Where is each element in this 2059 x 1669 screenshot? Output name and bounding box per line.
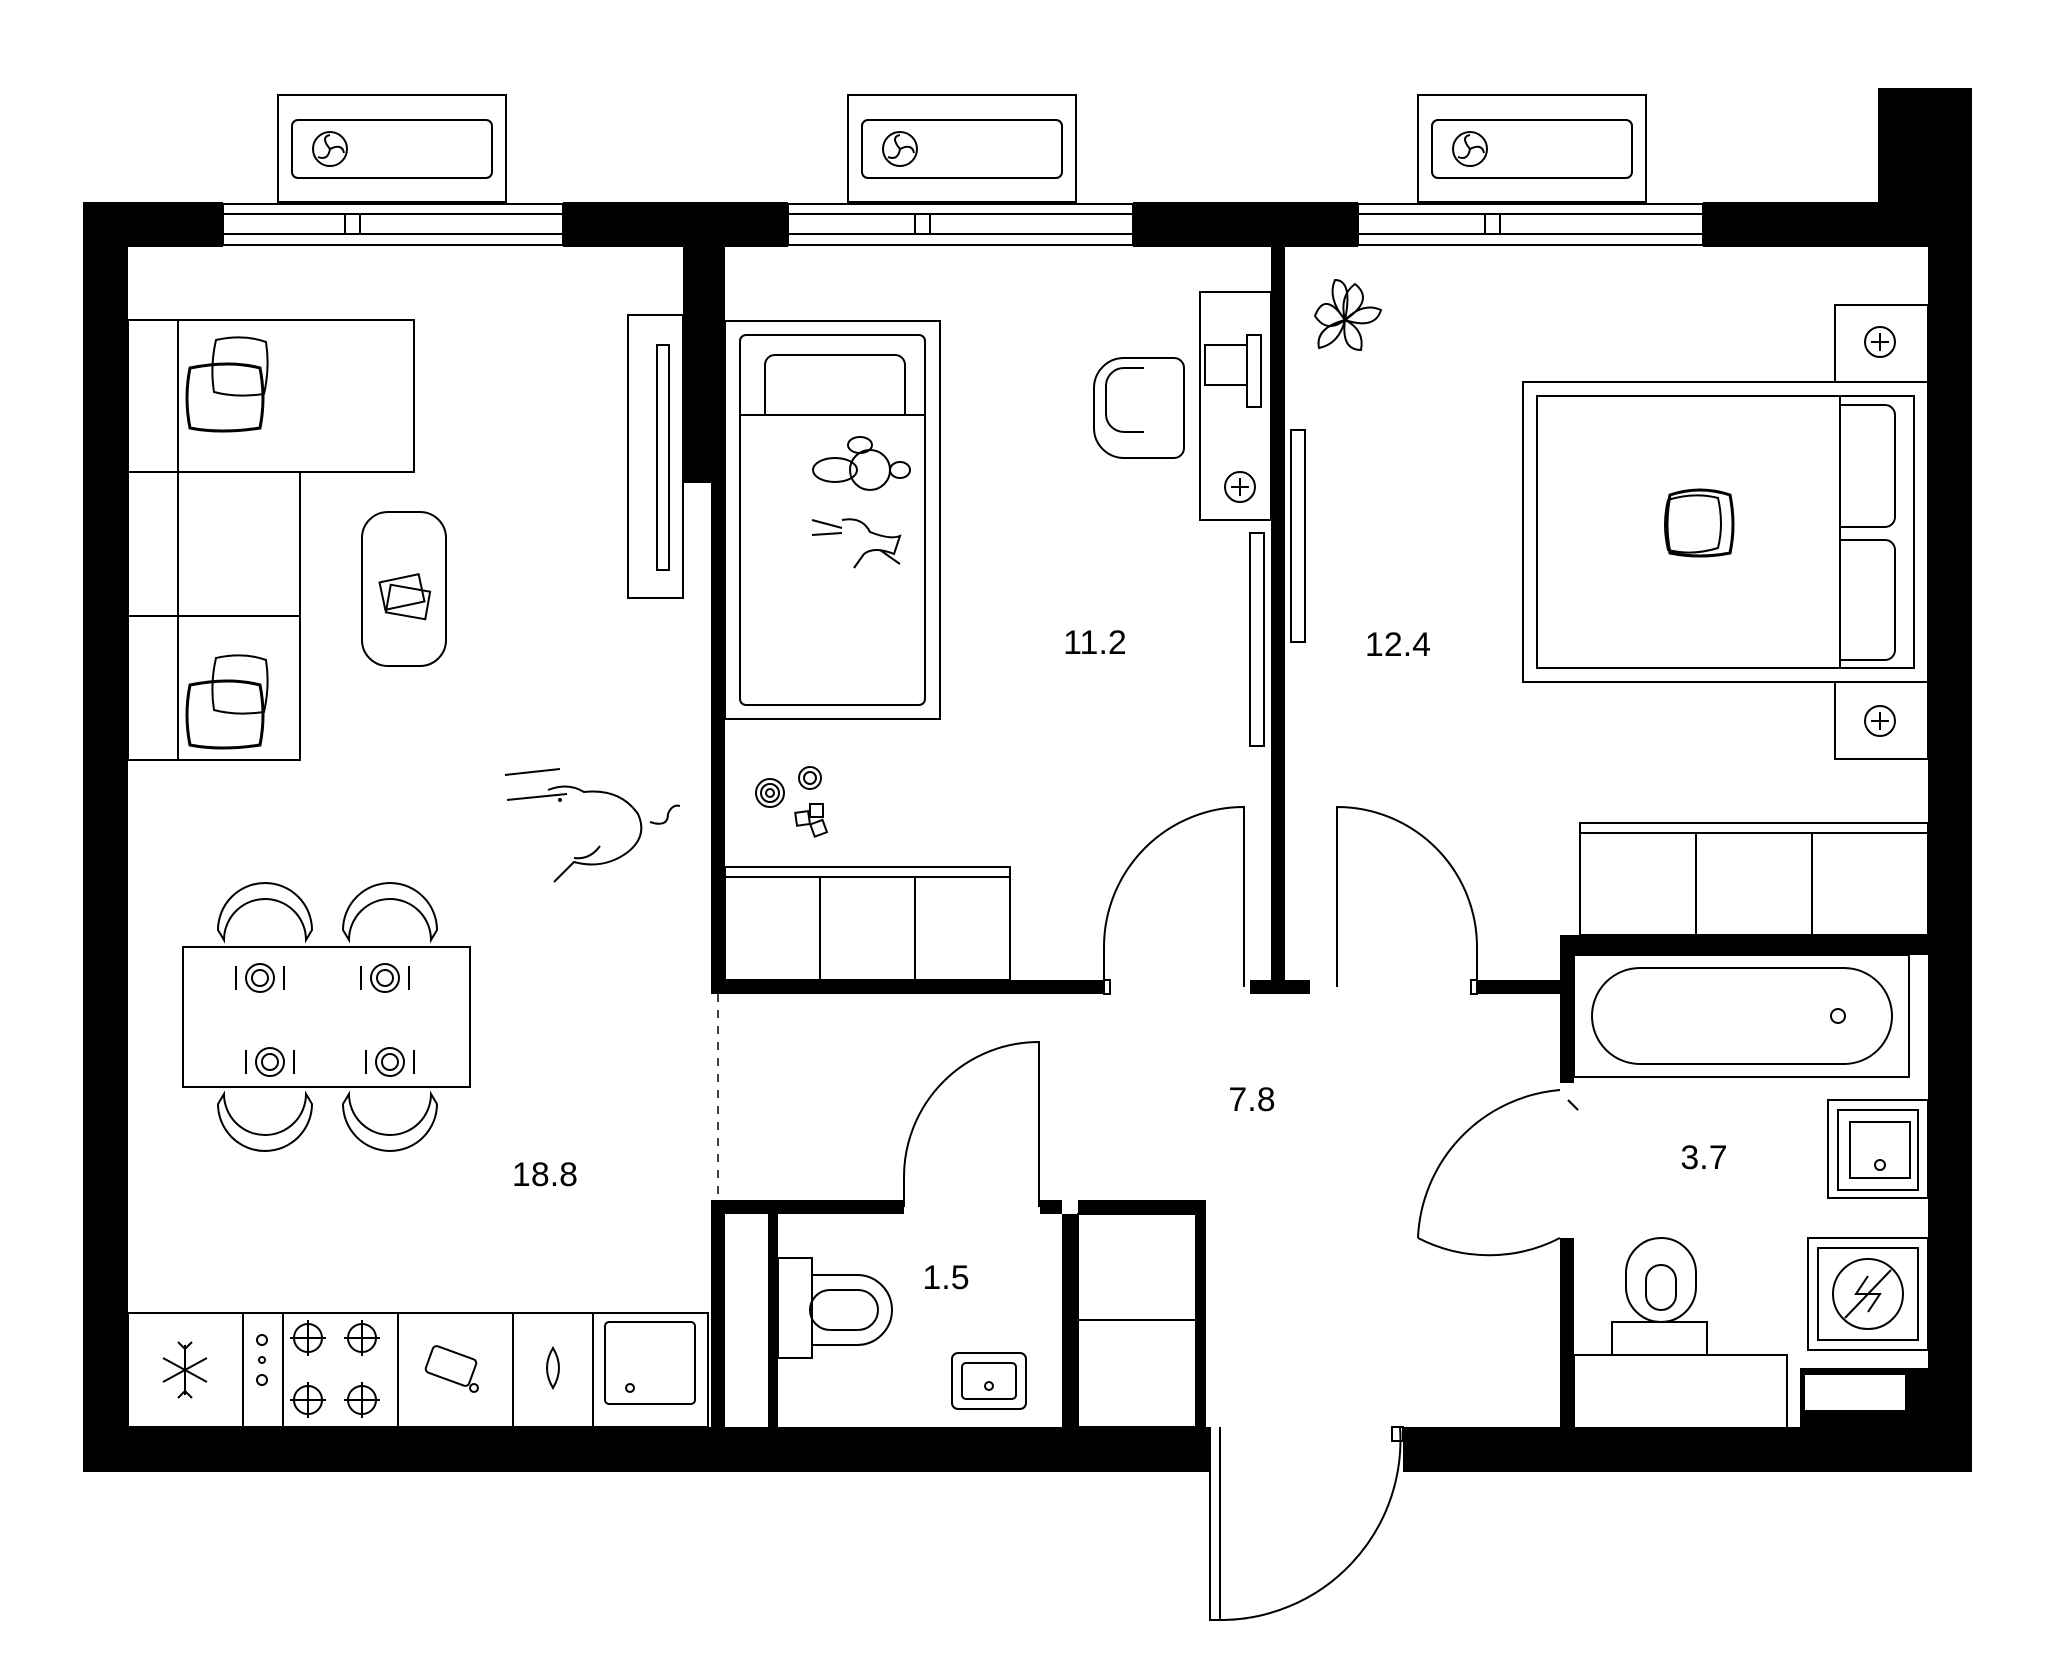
room-area-master-bedroom: 12.4: [1365, 626, 1431, 664]
toilet-icon: [1573, 1237, 1788, 1429]
door-icon: [1417, 1089, 1579, 1257]
plate-icon: [235, 963, 415, 1077]
pillow-icon: [1664, 488, 1735, 558]
pillow-icon: [185, 654, 269, 750]
window-icon: [787, 203, 1134, 246]
room-area-hallway: 7.8: [1228, 1081, 1275, 1119]
window-icon: [1357, 203, 1704, 246]
window-icon: [222, 203, 564, 246]
plant-icon: [1313, 278, 1383, 352]
chair-icon: [216, 882, 314, 944]
chair-icon: [1093, 357, 1185, 459]
kitchen-counter: [127, 1312, 709, 1428]
fridge-icon: [162, 1341, 208, 1399]
wardrobe-icon: [1579, 822, 1929, 936]
tv-icon: [627, 314, 684, 599]
washing-machine-icon: [1807, 1237, 1929, 1351]
room-area-kids-bedroom: 11.2: [1063, 624, 1127, 662]
door-icon: [1249, 532, 1265, 747]
outer-walls: [83, 88, 1972, 1472]
door-icon: [1103, 805, 1245, 995]
ac-unit-icon: [277, 94, 507, 203]
laptop-icon: [1204, 334, 1262, 408]
washbasin-icon: [1827, 1099, 1929, 1199]
ac-unit-icon: [1417, 94, 1647, 203]
bathtub-icon: [1573, 954, 1910, 1078]
ac-unit-icon: [847, 94, 1077, 203]
dining-table-icon: [182, 882, 471, 1152]
door-icon: [903, 1040, 1040, 1207]
chair-icon: [216, 1090, 314, 1152]
interior-walls: [683, 247, 1928, 1448]
door-icon: [1336, 805, 1478, 995]
door-icon: [1290, 429, 1306, 643]
room-area-bathroom: 3.7: [1680, 1139, 1727, 1177]
nightstand-icon: [1834, 681, 1929, 760]
bed-icon: [724, 320, 941, 720]
shelf-cabinet: [1077, 1213, 1197, 1428]
washbasin-icon: [951, 1352, 1027, 1410]
coffee-table-icon: [361, 511, 447, 667]
lamp-icon: [1224, 471, 1256, 503]
cutting-board-icon: [424, 1345, 479, 1393]
toilet-icon: [777, 1257, 893, 1359]
dog-icon: [504, 768, 681, 883]
faucet-icon: [546, 1346, 560, 1390]
door-icon: [1209, 1426, 1404, 1622]
toy-blocks-icon: [755, 766, 829, 838]
desk-icon: [1199, 291, 1272, 521]
chair-icon: [341, 882, 439, 944]
pillow-icon: [185, 336, 269, 433]
teddy-icon: [811, 436, 911, 569]
sink-icon: [604, 1321, 696, 1405]
chair-icon: [341, 1090, 439, 1152]
sofa-icon: [127, 319, 415, 761]
double-bed-icon: [1522, 381, 1929, 683]
room-area-toilet: 1.5: [922, 1259, 969, 1297]
stove-icon: [256, 1320, 380, 1418]
room-area-living-kitchen: 18.8: [512, 1156, 578, 1194]
nightstand-icon: [1834, 304, 1929, 383]
wardrobe-icon: [724, 866, 1011, 981]
